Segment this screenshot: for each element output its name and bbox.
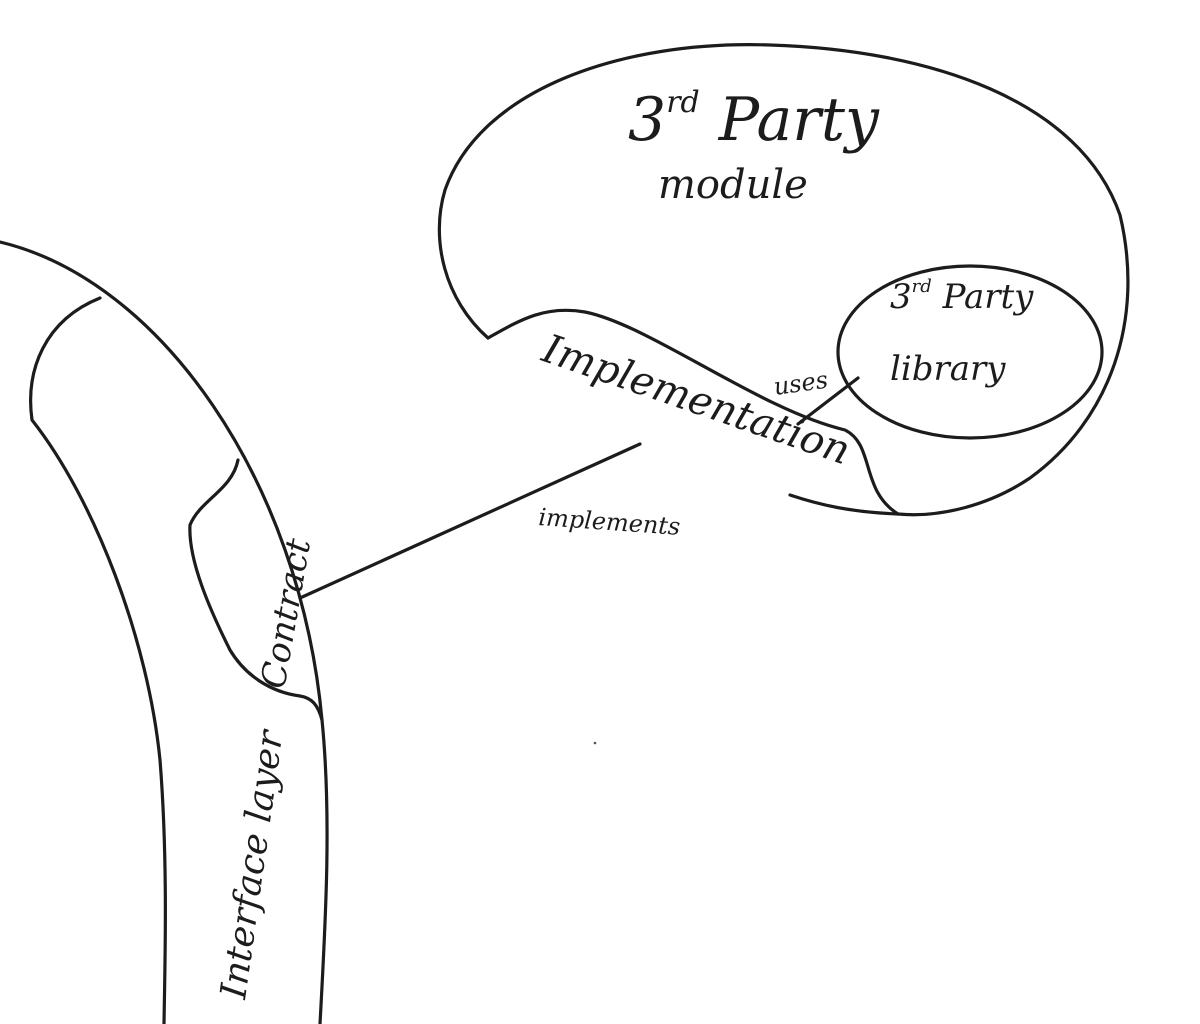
interface-layer-outer-edge — [0, 240, 329, 1024]
library-title-superscript: rd — [912, 276, 932, 297]
interface-layer-inner-edge — [29, 296, 167, 1024]
implements-edge: implements — [298, 442, 682, 600]
third-party-module-subtitle: module — [658, 162, 808, 208]
contract-label: Contract — [253, 535, 319, 691]
third-party-module: 3rd Party module — [437, 43, 1130, 517]
third-party-library-subtitle: library — [890, 349, 1006, 389]
third-party-library-title: 3rd Party — [890, 276, 1034, 317]
third-party-module-boundary — [437, 43, 1130, 517]
module-title-superscript: rd — [666, 85, 700, 120]
interface-layer-label: Interface layer — [213, 726, 292, 1002]
third-party-module-title: 3rd Party — [628, 85, 880, 155]
implements-edge-label: implements — [538, 503, 682, 541]
implementation-label: Implementation — [536, 326, 856, 475]
library-title-rest: Party — [932, 277, 1034, 317]
library-title-number: 3 — [890, 277, 912, 317]
contract: Contract — [188, 458, 324, 722]
third-party-library-boundary — [836, 264, 1104, 440]
contract-boundary — [188, 458, 324, 722]
uses-edge-label: uses — [772, 366, 830, 401]
module-title-number: 3 — [628, 85, 666, 155]
stray-dot — [593, 741, 597, 745]
implements-edge-line — [298, 442, 642, 600]
third-party-library: 3rd Party library — [836, 264, 1104, 440]
uses-edge-line — [796, 376, 860, 426]
implementation-boundary — [486, 308, 900, 516]
module-title-rest: Party — [700, 85, 880, 155]
